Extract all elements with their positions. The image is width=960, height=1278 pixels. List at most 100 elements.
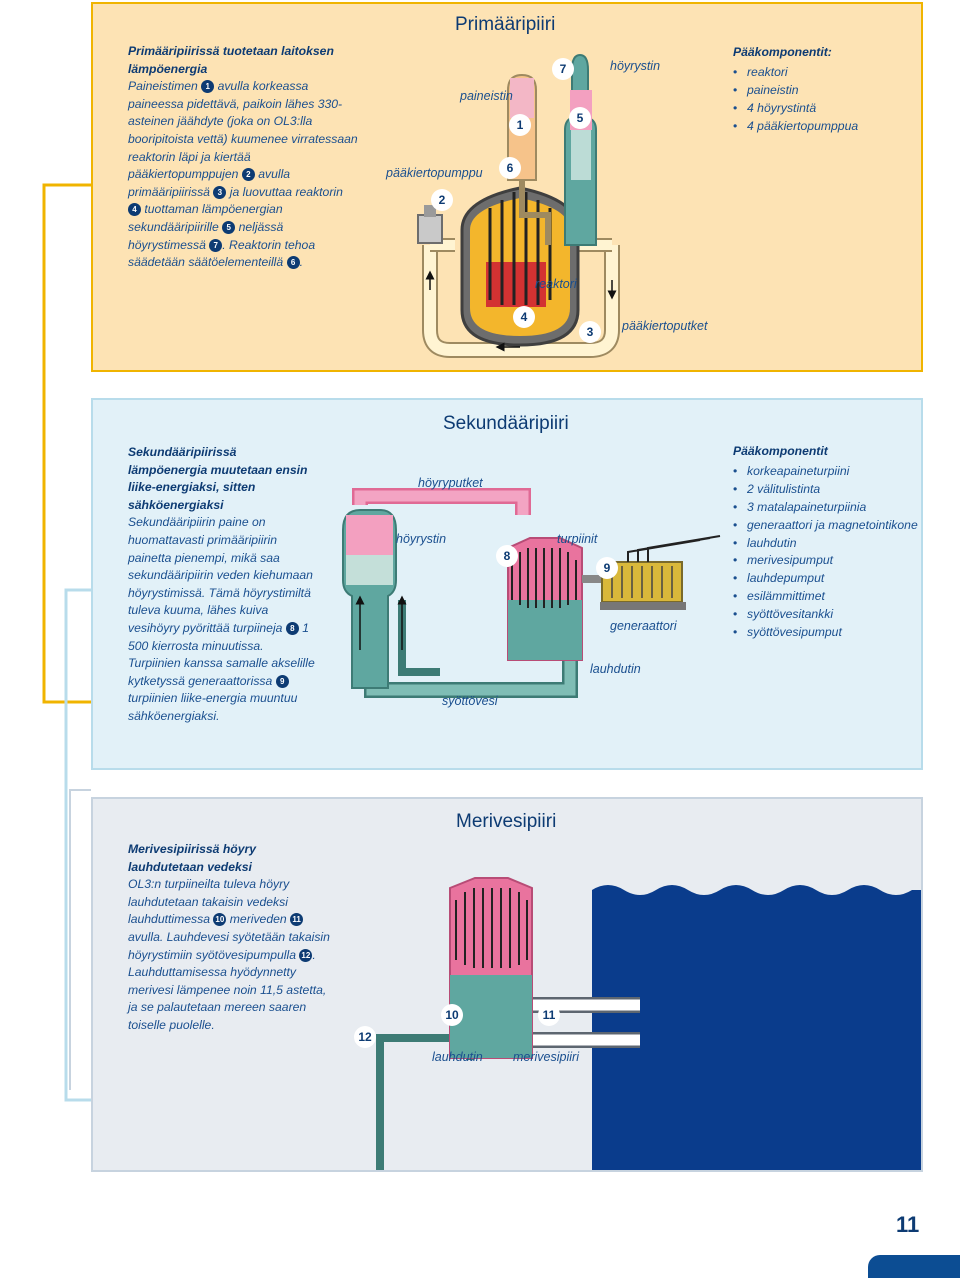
primary-components: Pääkomponentit: reaktori paineistin 4 hö… <box>733 45 913 137</box>
secondary-components-heading: Pääkomponentit <box>733 444 828 458</box>
primary-desc-text: avulla primääripiirissä <box>128 167 291 199</box>
secondary-components: Pääkomponentit korkeapaineturpiini 2 väl… <box>733 444 918 643</box>
seawater-desc-heading: Merivesipiirissä höyry lauhdutetaan vede… <box>128 842 257 874</box>
marker-8: 8 <box>496 545 518 567</box>
component-item: 4 höyrystintä <box>733 101 913 117</box>
marker-9: 9 <box>596 557 618 579</box>
svg-text:9: 9 <box>604 561 611 575</box>
label-turbines: turpiinit <box>557 532 598 546</box>
svg-text:6: 6 <box>507 161 514 175</box>
label-pressurizer: paineistin <box>459 89 513 103</box>
component-item: generaattori ja magnetointikone <box>733 518 918 534</box>
component-item: merivesipumput <box>733 553 918 569</box>
secondary-desc-text: 1 500 kierrosta minuutissa. Turpiinien k… <box>128 620 315 688</box>
seawater-description: Merivesipiirissä höyry lauhdutetaan vede… <box>128 841 333 1035</box>
primary-desc-text: ja luovuttaa reaktorin <box>229 184 343 199</box>
seawater-desc-text: avulla. Lauhdevesi syötetään takaisin hö… <box>128 929 330 962</box>
component-item: lauhdepumput <box>733 571 918 587</box>
primary-desc-text: . <box>299 255 303 270</box>
label-feedwater: syöttövesi <box>442 694 499 708</box>
marker-7: 7 <box>552 58 574 80</box>
number-badge-12: 12 <box>299 948 313 962</box>
svg-text:12: 12 <box>358 1030 372 1044</box>
number-badge-1: 1 <box>201 80 215 94</box>
svg-text:10: 10 <box>445 1008 459 1022</box>
page-number: 11 <box>896 1212 920 1237</box>
svg-text:3: 3 <box>587 325 594 339</box>
secondary-steam-generator <box>342 509 397 689</box>
number-badge-7: 7 <box>209 238 223 252</box>
number-badge-6: 6 <box>286 256 300 270</box>
seawater-desc-text: meriveden <box>229 912 287 927</box>
marker-5: 5 <box>569 107 591 129</box>
svg-text:5: 5 <box>577 111 584 125</box>
primary-desc-text: neljässä höyrystimessä <box>128 219 284 252</box>
component-item: 3 matalapaineturpiinia <box>733 500 918 516</box>
number-badge-9: 9 <box>275 674 289 688</box>
svg-text:4: 4 <box>521 310 528 324</box>
marker-4: 4 <box>513 306 535 328</box>
label-steam-generator: höyrystin <box>396 532 446 546</box>
marker-3: 3 <box>579 321 601 343</box>
svg-text:11: 11 <box>543 1008 556 1022</box>
label-generator: generaattori <box>610 619 678 633</box>
primary-desc-text: tuottaman lämpöenergian sekundääripiiril… <box>128 202 283 234</box>
primary-desc-heading: Primääripiirissä tuotetaan laitoksen läm… <box>128 44 334 76</box>
seawater-desc-text: . Lauhduttamisessa hyödynnetty merivesi … <box>128 947 327 1032</box>
sea <box>592 885 921 1170</box>
number-badge-2: 2 <box>241 168 255 182</box>
component-item: syöttövesipumput <box>733 625 918 641</box>
primary-title: Primääripiiri <box>455 14 556 35</box>
svg-text:1: 1 <box>517 118 524 132</box>
primary-desc-text: Paineistimen <box>128 79 198 94</box>
component-item: lauhdutin <box>733 536 918 552</box>
primary-desc-text: avulla korkeassa paineessa pidettävä, pa… <box>128 79 358 182</box>
page-corner-tab <box>868 1255 960 1278</box>
svg-text:7: 7 <box>560 62 567 76</box>
number-badge-3: 3 <box>213 185 227 199</box>
secondary-desc-heading: Sekundääripiirissä lämpöenergia muutetaa… <box>128 445 308 512</box>
number-badge-4: 4 <box>128 203 141 217</box>
marker-1: 1 <box>509 114 531 136</box>
secondary-desc-text: Sekundääripiirin paine on huomattavasti … <box>128 515 313 635</box>
number-badge-10: 10 <box>213 913 227 927</box>
label-reactor: reaktori <box>535 277 578 291</box>
marker-6: 6 <box>499 157 521 179</box>
turbine-hall <box>507 537 583 661</box>
component-item: esilämmittimet <box>733 589 918 605</box>
secondary-title: Sekundääripiiri <box>443 413 569 434</box>
primary-description: Primääripiirissä tuotetaan laitoksen läm… <box>128 43 358 272</box>
svg-text:2: 2 <box>439 193 446 207</box>
seawater-desc-text: OL3:n turpiineilta tuleva höyry lauhdute… <box>128 877 290 927</box>
label-main-coolant-pump: pääkiertopumppu <box>385 166 483 180</box>
seawater-condenser <box>449 877 533 1059</box>
number-badge-11: 11 <box>290 913 304 927</box>
marker-10: 10 <box>441 1004 463 1026</box>
marker-2: 2 <box>431 189 453 211</box>
primary-desc-text: . Reaktorin tehoa säädetään säätöelement… <box>128 237 316 270</box>
seawater-title: Merivesipiiri <box>456 811 557 832</box>
label-steam-pipes: höyryputket <box>418 476 483 490</box>
marker-11: 11 <box>538 1004 560 1026</box>
component-item: syöttövesitankki <box>733 607 918 623</box>
component-item: 4 pääkiertopumppua <box>733 119 913 135</box>
secondary-desc-text: turpiinien liike-energia muuntuu sähköen… <box>128 691 298 723</box>
component-item: paineistin <box>733 83 913 99</box>
number-badge-5: 5 <box>222 220 236 234</box>
component-item: korkeapaineturpiini <box>733 464 918 480</box>
primary-components-heading: Pääkomponentit: <box>733 45 832 59</box>
number-badge-8: 8 <box>285 621 299 635</box>
secondary-description: Sekundääripiirissä lämpöenergia muutetaa… <box>128 444 318 726</box>
label-condenser: lauhdutin <box>590 662 641 676</box>
label-condenser: lauhdutin <box>432 1050 483 1064</box>
label-seawater-circuit: merivesipiiri <box>513 1050 580 1064</box>
label-main-coolant-pipes: pääkiertoputket <box>621 319 708 333</box>
label-steam-generator: höyrystin <box>610 59 660 73</box>
component-item: 2 välitulistinta <box>733 482 918 498</box>
component-item: reaktori <box>733 65 913 81</box>
coolant-pump <box>417 205 443 244</box>
